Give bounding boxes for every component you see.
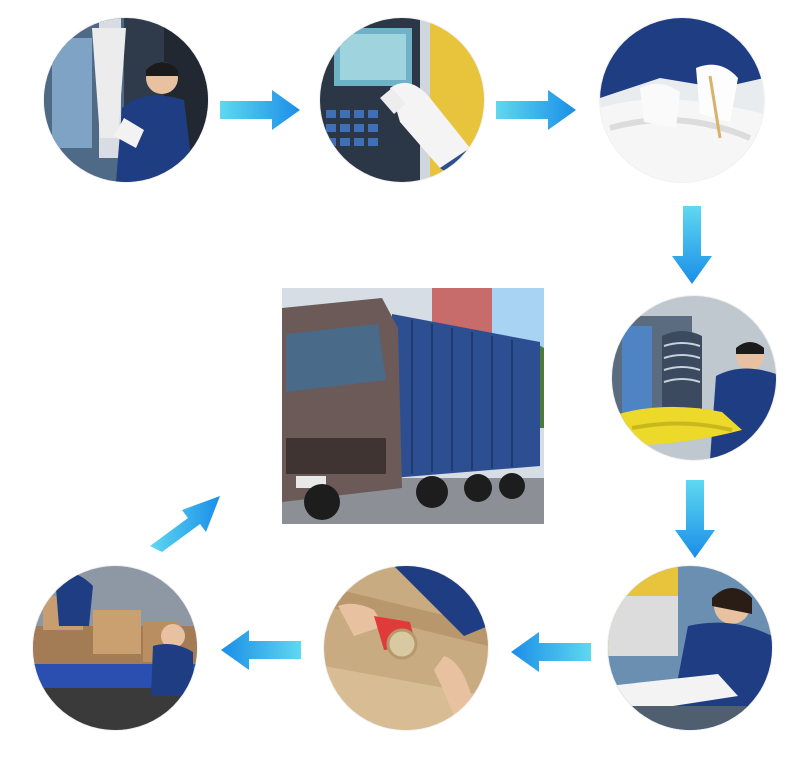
center-truck-photo (282, 288, 544, 524)
step-7-photo (33, 566, 197, 730)
arrow-step5-to-step6 (509, 630, 593, 674)
worker-inspecting-part-photo (608, 566, 772, 730)
step-6-photo (324, 566, 488, 730)
arrow-step7-to-center (140, 488, 230, 552)
gloved-hand-control-panel-photo (320, 18, 484, 182)
step-3-photo (600, 18, 764, 182)
worker-with-yellow-foam-photo (612, 296, 776, 460)
hand-taping-box-photo (324, 566, 488, 730)
worker-at-machine-photo (44, 18, 208, 182)
arrow-step1-to-step2 (218, 88, 302, 132)
step-2-photo (320, 18, 484, 182)
arrow-step4-to-step5 (673, 478, 717, 560)
gloved-hands-trimming-foam-photo (600, 18, 764, 182)
arrow-step3-to-step4 (670, 204, 714, 286)
arrow-step6-to-step7 (219, 628, 303, 672)
step-5-photo (608, 566, 772, 730)
step-1-photo (44, 18, 208, 182)
workers-loading-boxes-photo (33, 566, 197, 730)
container-truck-photo (282, 288, 544, 524)
step-4-photo (612, 296, 776, 460)
arrow-step2-to-step3 (494, 88, 578, 132)
